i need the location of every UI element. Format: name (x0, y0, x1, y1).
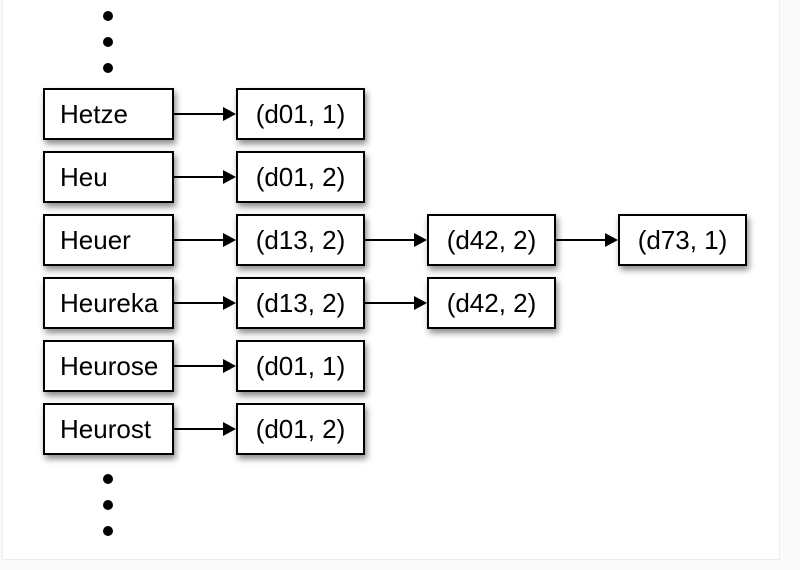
ellipsis-dot (103, 526, 113, 536)
arrow-right-icon (556, 233, 618, 247)
posting-label: (d01, 2) (255, 414, 346, 444)
figure-panel: Hetze (d01, 1) Heu (d01, 2) Heuer (d13, … (2, 0, 780, 560)
index-row-heuer: Heuer (d13, 2) (d42, 2) (d73, 1) (43, 214, 747, 266)
arrow-right-icon (174, 296, 236, 310)
posting-box: (d01, 2) (236, 151, 365, 203)
ellipsis-dot (103, 63, 113, 73)
ellipsis-dot (103, 11, 113, 21)
arrow-right-icon (174, 170, 236, 184)
posting-box: (d13, 2) (236, 277, 365, 329)
index-row-heurose: Heurose (d01, 1) (43, 340, 747, 392)
term-box: Heuer (43, 214, 174, 266)
posting-box: (d01, 1) (236, 88, 365, 140)
arrow-right-icon (365, 296, 427, 310)
term-box: Heu (43, 151, 174, 203)
posting-box: (d13, 2) (236, 214, 365, 266)
ellipsis-top (103, 11, 113, 89)
posting-label: (d73, 1) (637, 225, 728, 255)
ellipsis-dot (103, 500, 113, 510)
arrow-right-icon (174, 359, 236, 373)
arrow-right-icon (174, 107, 236, 121)
index-row-heurost: Heurost (d01, 2) (43, 403, 747, 455)
arrow-right-icon (174, 422, 236, 436)
posting-box: (d42, 2) (427, 214, 556, 266)
index-row-heu: Heu (d01, 2) (43, 151, 747, 203)
index-row-heureka: Heureka (d13, 2) (d42, 2) (43, 277, 747, 329)
posting-label: (d01, 1) (255, 99, 346, 129)
arrow-right-icon (365, 233, 427, 247)
arrow-right-icon (174, 233, 236, 247)
ellipsis-dot (103, 37, 113, 47)
index-rows: Hetze (d01, 1) Heu (d01, 2) Heuer (d13, … (43, 88, 747, 466)
posting-box: (d01, 1) (236, 340, 365, 392)
ellipsis-bottom (103, 474, 113, 552)
posting-label: (d13, 2) (255, 225, 346, 255)
ellipsis-dot (103, 474, 113, 484)
term-label: Heu (60, 162, 108, 192)
term-box: Heurost (43, 403, 174, 455)
posting-label: (d01, 1) (255, 351, 346, 381)
term-label: Heurost (60, 414, 152, 444)
posting-label: (d13, 2) (255, 288, 346, 318)
term-label: Heurose (60, 351, 159, 381)
term-label: Heuer (60, 225, 131, 255)
posting-box: (d42, 2) (427, 277, 556, 329)
index-row-hetze: Hetze (d01, 1) (43, 88, 747, 140)
posting-label: (d42, 2) (446, 288, 537, 318)
posting-box: (d01, 2) (236, 403, 365, 455)
term-label: Heureka (60, 288, 159, 318)
term-box: Heureka (43, 277, 174, 329)
term-label: Hetze (60, 99, 128, 129)
term-box: Hetze (43, 88, 174, 140)
posting-label: (d42, 2) (446, 225, 537, 255)
posting-box: (d73, 1) (618, 214, 747, 266)
posting-label: (d01, 2) (255, 162, 346, 192)
term-box: Heurose (43, 340, 174, 392)
